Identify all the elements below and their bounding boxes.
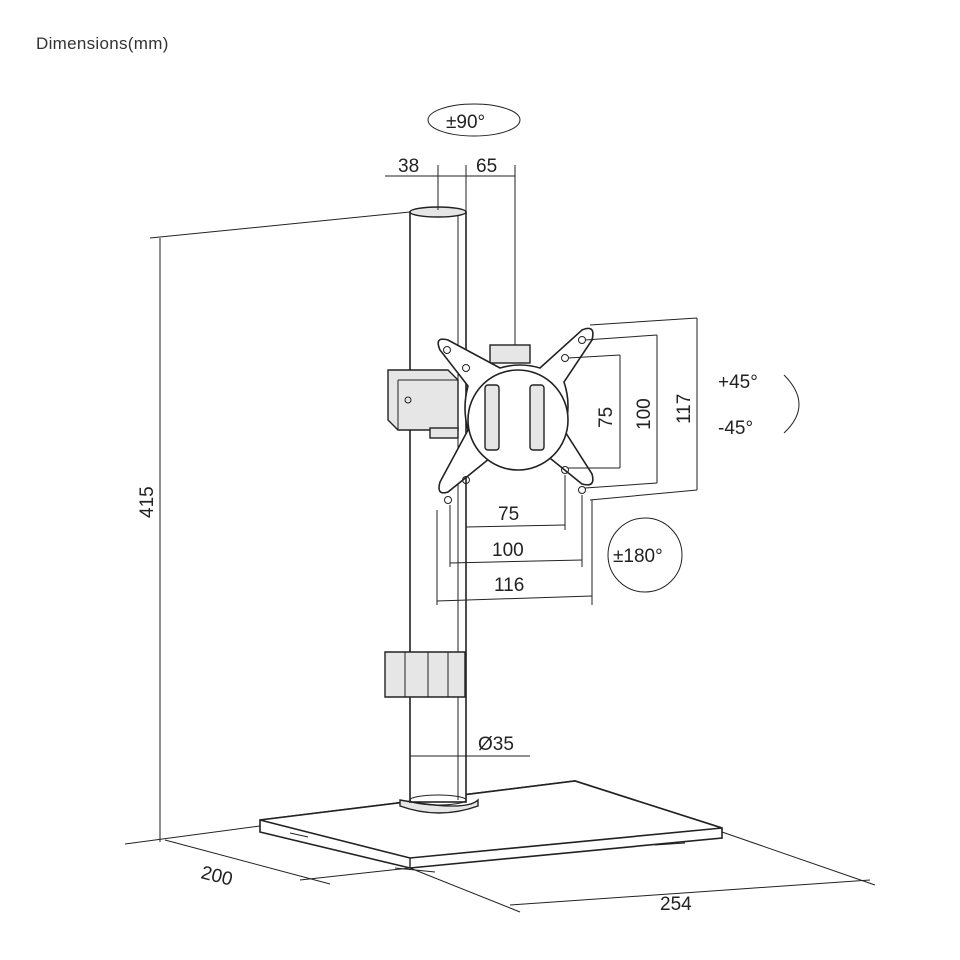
base-depth-label: 200 (199, 862, 235, 890)
height-label: 415 (137, 486, 158, 518)
vesa-v117-label: 117 (674, 394, 695, 424)
vesa-v75-label: 75 (596, 407, 617, 428)
vesa-h75-label: 75 (498, 504, 519, 525)
offset-arm-label: 65 (476, 156, 497, 177)
pole (409, 206, 467, 806)
vesa-v100-label: 100 (634, 398, 655, 430)
vesa-h100-label: 100 (492, 540, 524, 561)
tilt-up-label: +45° (718, 372, 758, 393)
cable-clip (384, 651, 466, 698)
pole-diameter-label: Ø35 (478, 734, 514, 755)
base-width-label: 254 (660, 894, 692, 915)
arm-clamp (387, 344, 531, 439)
vesa-h116-label: 116 (494, 575, 524, 596)
tilt-down-label: -45° (718, 418, 753, 439)
portrait-rotation-label: ±180° (613, 546, 663, 567)
dimension-lines (124, 165, 876, 913)
swivel-label: ±90° (446, 112, 485, 133)
diagram-title: Dimensions(mm) (36, 34, 169, 53)
base-plate (259, 780, 723, 873)
vesa-plate (437, 327, 594, 504)
offset-pole-label: 38 (398, 156, 419, 177)
rotation-arrows (427, 103, 800, 593)
